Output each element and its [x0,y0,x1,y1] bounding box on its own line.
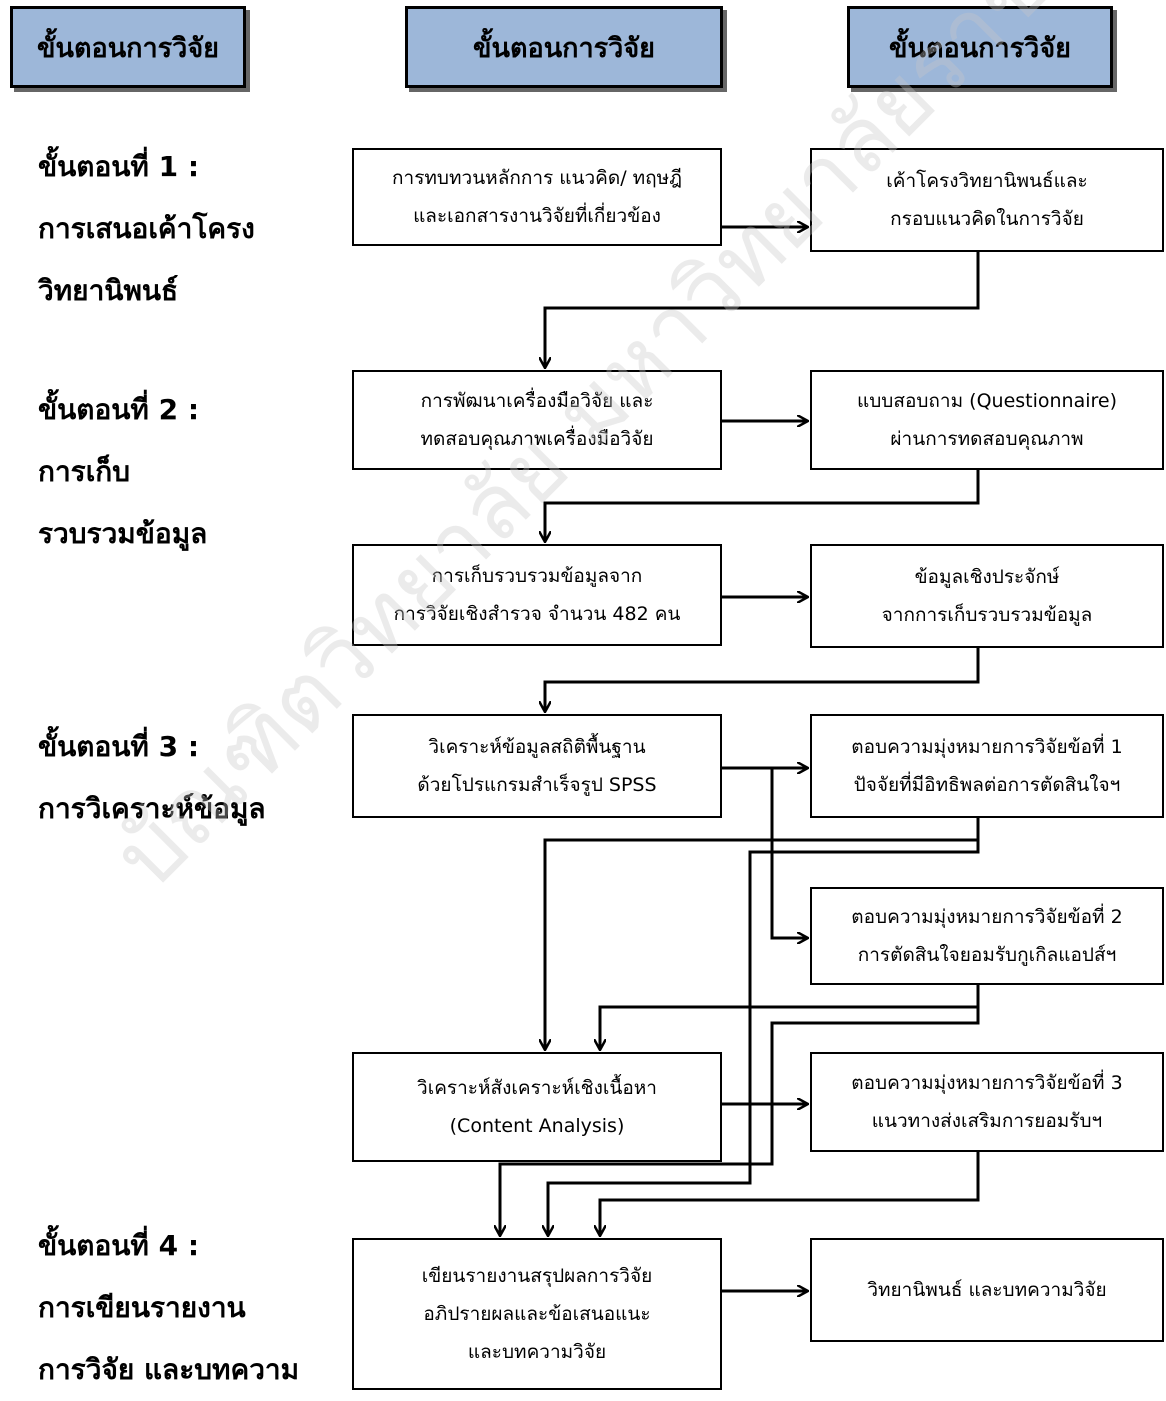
stage-4-line: การเขียนรายงาน [38,1291,246,1324]
box-text: ตอบความมุ่งหมายการวิจัยข้อที่ 1 [851,736,1123,758]
box-text: การทบทวนหลักการ แนวคิด/ ทฤษฎี [392,167,682,189]
box-text: วิเคราะห์สังเคราะห์เชิงเนื้อหา [417,1077,657,1099]
box-text: ด้วยโปรแกรมสำเร็จรูป SPSS [417,774,657,796]
stage-1-line: การเสนอเค้าโครง [38,212,255,245]
box-text: ข้อมูลเชิงประจักษ์ [914,566,1060,588]
arrow-objective-3-to-report [600,1152,980,1236]
stage-1-line: วิทยานิพนธ์ [38,274,179,307]
box-text: และบทความวิจัย [467,1341,607,1363]
box-thesis-and-article: วิทยานิพนธ์ และบทความวิจัย [810,1238,1164,1342]
box-text: วิทยานิพนธ์ และบทความวิจัย [867,1279,1107,1301]
stage-3-line: การวิเคราะห์ข้อมูล [38,792,266,825]
box-text: ปัจจัยที่มีอิทธิพลต่อการตัดสินใจฯ [853,774,1121,796]
box-empirical-data: ข้อมูลเชิงประจักษ์ จากการเก็บรวบรวมข้อมู… [810,544,1164,648]
stage-4-line: ขั้นตอนที่ 4 : [38,1229,200,1262]
box-content-analysis: วิเคราะห์สังเคราะห์เชิงเนื้อหา (Content … [352,1052,722,1162]
header-column-3: ขั้นตอนการวิจัย [847,6,1113,88]
box-text: ทดสอบคุณภาพเครื่องมือวิจัย [420,428,654,450]
box-text: อภิปรายผลและข้อเสนอแนะ [423,1303,651,1325]
box-survey-collection: การเก็บรวบรวมข้อมูลจาก การวิจัยเชิงสำรวจ… [352,544,722,646]
box-text: วิเคราะห์ข้อมูลสถิติพื้นฐาน [428,736,646,758]
header-label: ขั้นตอนการวิจัย [889,32,1071,64]
arrow-objective-2-to-content [600,985,980,1050]
stage-2-line: การเก็บ [38,455,131,488]
stage-2-label: ขั้นตอนที่ 2 : การเก็บ รวบรวมข้อมูล [38,379,207,565]
stage-3-label: ขั้นตอนที่ 3 : การวิเคราะห์ข้อมูล [38,716,266,840]
box-text: การตัดสินใจยอมรับกูเกิลแอปส์ฯ [857,944,1117,966]
box-text: แบบสอบถาม (Questionnaire) [856,390,1118,412]
box-objective-1: ตอบความมุ่งหมายการวิจัยข้อที่ 1 ปัจจัยที… [810,714,1164,818]
arrow-objective-2-to-report [500,985,980,1236]
box-literature-review: การทบทวนหลักการ แนวคิด/ ทฤษฎี และเอกสารง… [352,148,722,246]
box-text: (Content Analysis) [449,1115,625,1137]
stage-2-line: รวบรวมข้อมูล [38,517,208,550]
box-text: กรอบแนวคิดในการวิจัย [890,208,1084,230]
arrow-questionnaire-to-survey [545,470,980,542]
arrow-proposal-to-instrument [545,252,980,368]
box-text: การเก็บรวบรวมข้อมูลจาก [431,565,643,587]
stage-4-line: การวิจัย และบทความ [38,1353,300,1386]
box-instrument-development: การพัฒนาเครื่องมือวิจัย และ ทดสอบคุณภาพเ… [352,370,722,470]
box-text: เค้าโครงวิทยานิพนธ์และ [886,170,1088,192]
box-text: แนวทางส่งเสริมการยอมรับฯ [871,1110,1103,1132]
box-text: และเอกสารงานวิจัยที่เกี่ยวข้อง [413,205,661,227]
box-questionnaire: แบบสอบถาม (Questionnaire) ผ่านการทดสอบคุ… [810,370,1164,470]
box-text: ผ่านการทดสอบคุณภาพ [890,428,1084,450]
arrow-spss-to-objective-2 [770,768,808,938]
box-objective-3: ตอบความมุ่งหมายการวิจัยข้อที่ 3 แนวทางส่… [810,1052,1164,1152]
stage-2-line: ขั้นตอนที่ 2 : [38,393,200,426]
box-text: การวิจัยเชิงสำรวจ จำนวน 482 คน [393,603,681,625]
header-column-2: ขั้นตอนการวิจัย [405,6,723,88]
box-spss-analysis: วิเคราะห์ข้อมูลสถิติพื้นฐาน ด้วยโปรแกรมส… [352,714,722,818]
stage-1-line: ขั้นตอนที่ 1 : [38,150,200,183]
box-report-writing: เขียนรายงานสรุปผลการวิจัย อภิปรายผลและข้… [352,1238,722,1390]
box-text: ตอบความมุ่งหมายการวิจัยข้อที่ 2 [851,906,1123,928]
arrow-objective-1-to-report [548,818,980,1236]
box-objective-2: ตอบความมุ่งหมายการวิจัยข้อที่ 2 การตัดสิ… [810,887,1164,985]
header-column-1: ขั้นตอนการวิจัย [10,6,246,88]
header-label: ขั้นตอนการวิจัย [473,32,655,64]
box-text: จากการเก็บรวบรวมข้อมูล [881,604,1093,626]
box-text: ตอบความมุ่งหมายการวิจัยข้อที่ 3 [851,1072,1123,1094]
box-text: การพัฒนาเครื่องมือวิจัย และ [420,390,654,412]
stage-4-label: ขั้นตอนที่ 4 : การเขียนรายงาน การวิจัย แ… [38,1215,299,1401]
header-label: ขั้นตอนการวิจัย [37,32,219,64]
stage-1-label: ขั้นตอนที่ 1 : การเสนอเค้าโครง วิทยานิพน… [38,136,255,322]
stage-3-line: ขั้นตอนที่ 3 : [38,730,200,763]
box-thesis-proposal: เค้าโครงวิทยานิพนธ์และ กรอบแนวคิดในการวิ… [810,148,1164,252]
arrow-empirical-to-spss [545,648,980,712]
box-text: เขียนรายงานสรุปผลการวิจัย [421,1265,653,1287]
